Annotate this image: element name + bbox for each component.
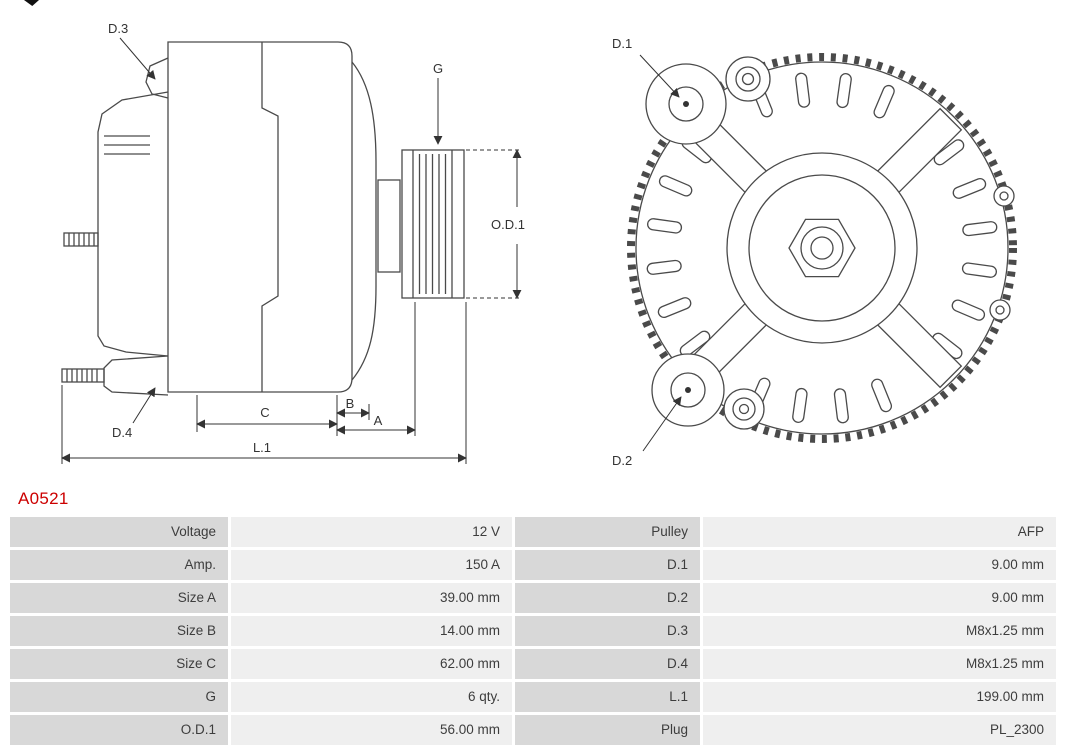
- top-mounting-ear: [145, 57, 169, 99]
- right-tab-lower: [989, 299, 1011, 321]
- drive-end-curve: [351, 61, 377, 381]
- spec-label: Voltage: [10, 517, 228, 547]
- rear-housing: [97, 91, 169, 357]
- corner-artifact: [24, 0, 39, 6]
- spec-label: Size C: [10, 649, 228, 679]
- dim-label-a: A: [374, 413, 383, 428]
- spec-label: G: [10, 682, 228, 712]
- dim-label-b: B: [346, 396, 355, 411]
- spec-label: D.4: [515, 649, 700, 679]
- bottom-stud: [61, 368, 105, 383]
- ear-bottom-left-center: [685, 387, 691, 393]
- side-view-drawing: [61, 41, 465, 396]
- spec-value: 6 qty.: [231, 682, 512, 712]
- spec-value: 39.00 mm: [231, 583, 512, 613]
- rear-housing-fins: [104, 135, 150, 155]
- bottom-mounting-lug: [103, 355, 169, 396]
- dim-label-d3: D.3: [108, 21, 128, 36]
- spec-value: 199.00 mm: [703, 682, 1056, 712]
- shaft-nut-hex: [788, 218, 856, 278]
- front-bracket: [167, 41, 353, 393]
- spec-label: D.3: [515, 616, 700, 646]
- ear-top-small-inner: [741, 72, 755, 86]
- ear-bottom-small-hole: [732, 397, 756, 421]
- pulley-face-inner: [748, 174, 896, 322]
- spec-label: O.D.1: [10, 715, 228, 745]
- spec-label: D.1: [515, 550, 700, 580]
- right-tab-upper-hole: [999, 191, 1009, 201]
- pulley-flanges: [412, 150, 453, 298]
- spec-label: Size B: [10, 616, 228, 646]
- technical-drawings: D.3 G O.D.1 D.4 C B A L.1: [61, 21, 1017, 468]
- front-view-drawing: [627, 53, 1017, 443]
- spec-label: D.2: [515, 583, 700, 613]
- shaft-hub: [377, 179, 401, 273]
- spec-value: 12 V: [231, 517, 512, 547]
- shaft-nut-circle: [800, 226, 844, 270]
- spec-label: Pulley: [515, 517, 700, 547]
- spec-value: 14.00 mm: [231, 616, 512, 646]
- spec-label: Plug: [515, 715, 700, 745]
- od1-extension-lines: [466, 149, 522, 299]
- spec-value: M8x1.25 mm: [703, 616, 1056, 646]
- leader-d3: [119, 37, 156, 80]
- spec-value: PL_2300: [703, 715, 1056, 745]
- spec-label: L.1: [515, 682, 700, 712]
- leader-d1: [639, 54, 680, 98]
- dim-label-l1: L.1: [253, 440, 271, 455]
- dim-label-d1: D.1: [612, 36, 632, 51]
- part-number: A0521: [18, 489, 69, 508]
- dim-label-g: G: [433, 61, 443, 76]
- terminal-stud-threads: [68, 233, 95, 246]
- spec-value: 62.00 mm: [231, 649, 512, 679]
- ear-top-left-center: [683, 101, 689, 107]
- right-tab-lower-hole: [995, 305, 1005, 315]
- ear-bottom-left-hole: [670, 372, 706, 408]
- terminal-stud: [63, 232, 99, 247]
- bracket-step-profile: [261, 42, 279, 392]
- leader-d4: [132, 387, 156, 424]
- spec-value: 56.00 mm: [231, 715, 512, 745]
- bottom-stud-threads: [66, 369, 98, 382]
- spec-value: 9.00 mm: [703, 550, 1056, 580]
- front-view-dimensions: [639, 54, 682, 452]
- shaft-center: [810, 236, 834, 260]
- dim-label-d2: D.2: [612, 453, 632, 468]
- spec-value: 9.00 mm: [703, 583, 1056, 613]
- spec-value: M8x1.25 mm: [703, 649, 1056, 679]
- dim-label-c: C: [260, 405, 269, 420]
- ear-top-small: [725, 56, 771, 102]
- spec-table: Voltage 12 V Pulley AFP Amp. 150 A D.1 9…: [10, 517, 1056, 745]
- spec-label: Size A: [10, 583, 228, 613]
- dim-label-od1: O.D.1: [491, 217, 525, 232]
- ear-bottom-small-inner: [738, 403, 750, 415]
- leader-d2: [642, 396, 682, 452]
- spec-value: AFP: [703, 517, 1056, 547]
- ear-top-left-hole: [668, 86, 704, 122]
- pulley-grooves: [418, 154, 447, 294]
- side-view-dimensions: [61, 37, 522, 464]
- ear-bottom-small: [723, 388, 765, 430]
- spec-label: Amp.: [10, 550, 228, 580]
- serrated-rim: [627, 53, 1017, 443]
- right-tab-upper: [993, 185, 1015, 207]
- ear-top-small-hole: [735, 66, 761, 92]
- dim-label-d4: D.4: [112, 425, 132, 440]
- spec-value: 150 A: [231, 550, 512, 580]
